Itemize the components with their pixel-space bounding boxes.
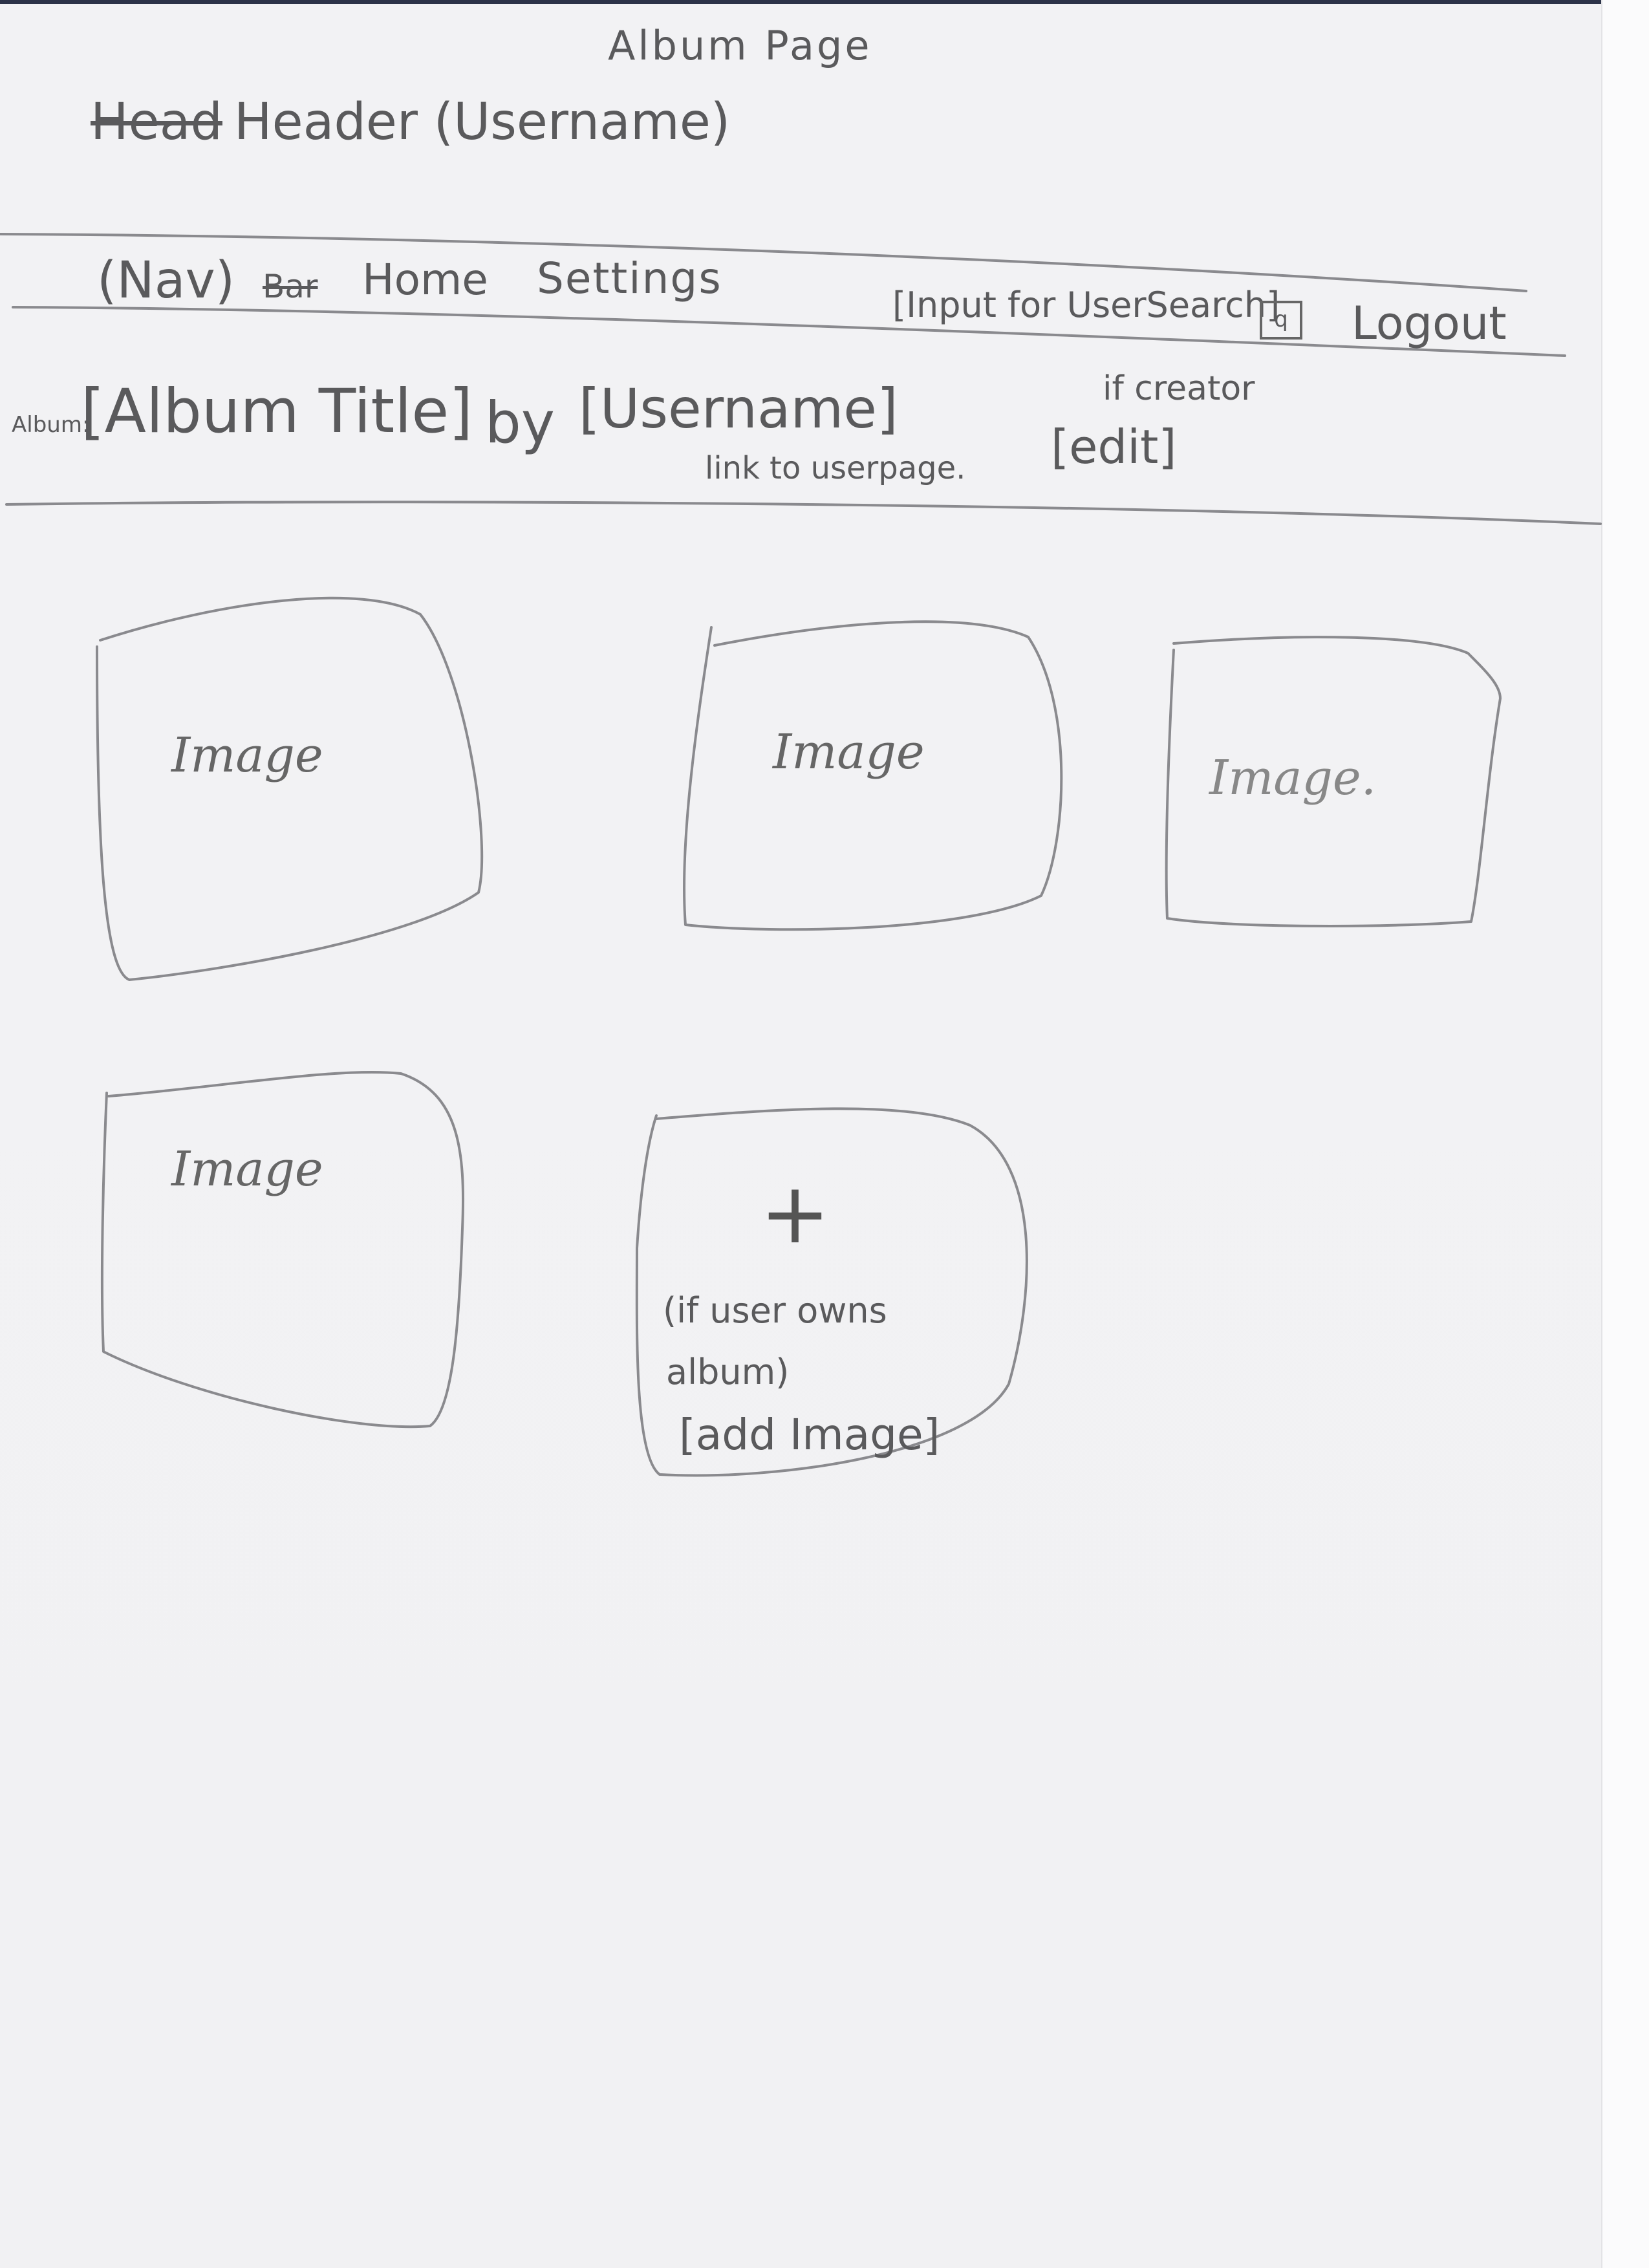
image-4-label[interactable]: Image (171, 1141, 323, 1197)
username-link-note: link to userpage. (705, 450, 966, 486)
nav-home-link[interactable]: Home (362, 255, 488, 305)
album-side-label: Album: (12, 412, 90, 438)
nav: (Nav) Bar (97, 255, 329, 306)
nav-bottom-line (12, 306, 1566, 357)
album-header-line (5, 501, 1602, 525)
image-2-label[interactable]: Image (773, 724, 925, 780)
page-title: Album Page (608, 22, 872, 69)
image-1-label[interactable]: Image (171, 728, 323, 783)
edit-album-button[interactable]: [edit] (1051, 420, 1177, 474)
scan-right-edge (1601, 0, 1649, 2268)
album-username-link[interactable]: [Username] (579, 377, 898, 440)
nav-label: (Nav) (97, 252, 235, 310)
add-image-condition-line2: album) (666, 1352, 790, 1392)
album-by-text: by (485, 389, 555, 456)
nav-settings-link[interactable]: Settings (537, 254, 722, 303)
add-image-plus-icon[interactable]: + (760, 1164, 830, 1262)
header-text: Header (Username) (233, 93, 731, 151)
header-struck-word: Head (91, 93, 222, 151)
image-card-3 (1165, 636, 1502, 927)
nav-struck-word: Bar (262, 268, 318, 305)
user-search-input[interactable]: [Input for UserSearch] (892, 285, 1280, 325)
search-button[interactable]: q (1260, 301, 1302, 340)
album-title: [Album Title] (81, 376, 473, 447)
add-image-button[interactable]: [add Image] (679, 1410, 940, 1460)
search-icon: q (1274, 307, 1288, 332)
nav-top-line (0, 233, 1527, 292)
add-image-condition-line1: (if user owns (663, 1290, 887, 1331)
image-card-2 (683, 620, 1063, 931)
scan-top-edge (0, 0, 1649, 4)
image-card-1 (96, 596, 484, 981)
edit-condition-note: if creator (1103, 369, 1255, 408)
add-image-card (635, 1107, 1028, 1477)
logout-link[interactable]: Logout (1352, 297, 1507, 350)
image-card-4 (100, 1071, 465, 1429)
image-3-label[interactable]: Image. (1209, 750, 1377, 806)
